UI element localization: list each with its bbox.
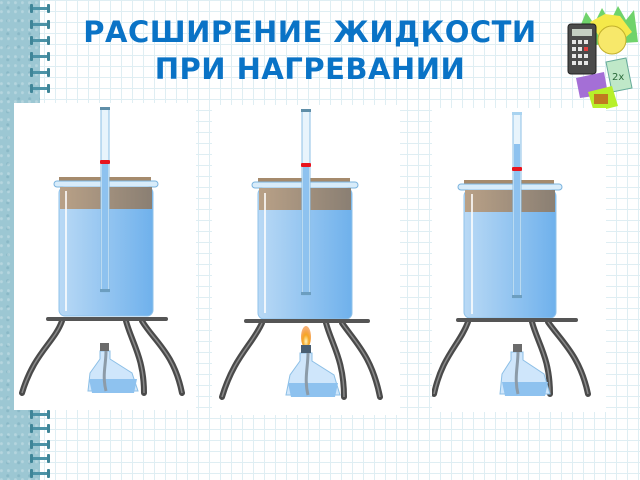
svg-text:2x: 2x (612, 72, 624, 83)
experiment-panel-cold (14, 103, 196, 410)
spiral-ring (30, 469, 50, 478)
spiral-ring (30, 52, 50, 61)
calculator-and-math-books-icon: 2x (560, 2, 640, 112)
spiral-ring (30, 454, 50, 463)
flame-icon (301, 326, 311, 348)
experiment-panel-heating (212, 105, 400, 415)
experiment-panel-heated (432, 108, 606, 412)
title-line-1: РАСШИРЕНИЕ ЖИДКОСТИ (83, 15, 537, 49)
spiral-ring (30, 410, 50, 419)
spiral-ring (30, 4, 50, 13)
spiral-ring (30, 84, 50, 93)
spiral-ring (30, 68, 50, 77)
spiral-ring (30, 440, 50, 449)
spiral-ring (30, 424, 50, 433)
page-title: РАСШИРЕНИЕ ЖИДКОСТИ ПРИ НАГРЕВАНИИ (60, 14, 560, 88)
title-line-2: ПРИ НАГРЕВАНИИ (154, 52, 466, 86)
spiral-ring (30, 20, 50, 29)
spiral-ring (30, 36, 50, 45)
